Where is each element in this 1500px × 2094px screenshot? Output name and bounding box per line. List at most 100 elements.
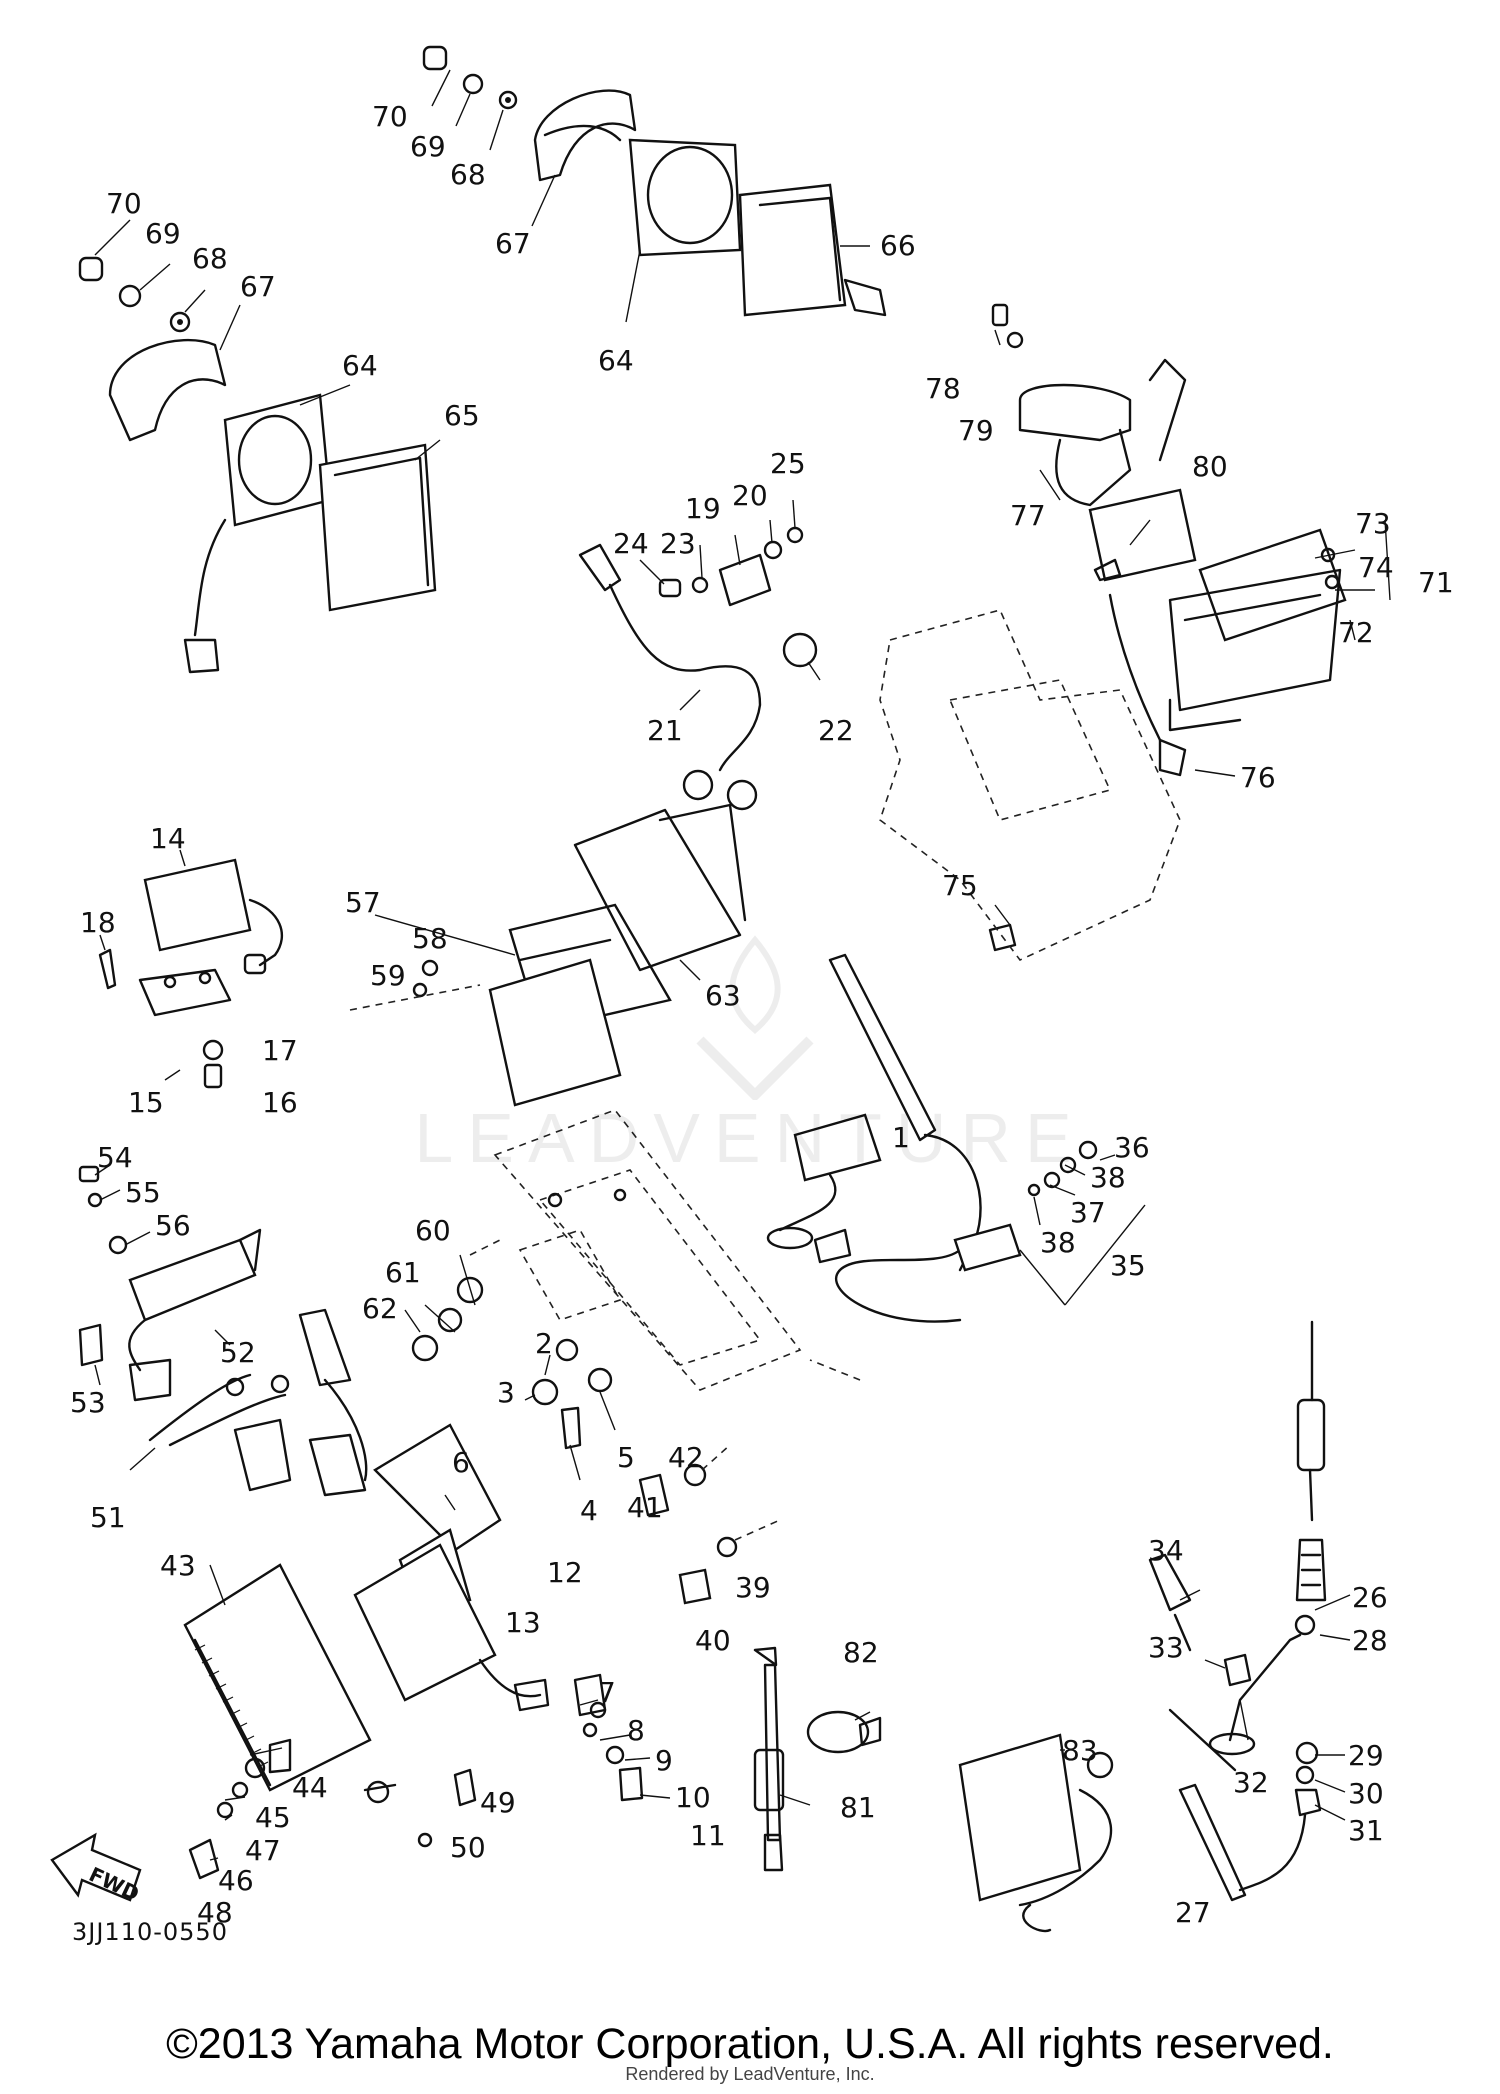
- callout-25: 25: [770, 447, 806, 480]
- callout-31: 31: [1348, 1814, 1384, 1847]
- callout-66: 66: [880, 229, 916, 262]
- callout-70: 70: [106, 187, 142, 220]
- callout-41: 41: [627, 1491, 663, 1524]
- meter-assembly: [879, 303, 1391, 961]
- callout-24: 24: [613, 527, 649, 560]
- callout-40: 40: [695, 1624, 731, 1657]
- callout-39: 39: [735, 1571, 771, 1604]
- callout-56: 56: [155, 1209, 191, 1242]
- callout-7: 7: [598, 1676, 616, 1709]
- callout-2: 2: [535, 1327, 553, 1360]
- callout-44: 44: [292, 1771, 328, 1804]
- callout-58: 58: [412, 922, 448, 955]
- callout-62: 62: [362, 1292, 398, 1325]
- callout-22: 22: [818, 714, 854, 747]
- callout-64: 64: [598, 344, 634, 377]
- callout-38: 38: [1090, 1161, 1126, 1194]
- callout-52: 52: [220, 1336, 256, 1369]
- callout-76: 76: [1240, 761, 1276, 794]
- callout-29: 29: [1348, 1739, 1384, 1772]
- callout-83: 83: [1062, 1734, 1098, 1767]
- spark-plug-group: [1148, 1320, 1351, 1902]
- callout-65: 65: [444, 399, 480, 432]
- callout-48: 48: [197, 1896, 233, 1929]
- diagram-code: 3JJ110-0550: [72, 1918, 228, 1946]
- callout-72: 72: [1338, 616, 1374, 649]
- callout-63: 63: [705, 979, 741, 1012]
- callout-34: 34: [1148, 1534, 1184, 1567]
- callout-5: 5: [617, 1441, 635, 1474]
- callouts: 70 69 68 67 66 64 70 69 68 67 64 65 78 7…: [70, 100, 1454, 1929]
- callout-43: 43: [160, 1549, 196, 1582]
- callout-68: 68: [450, 158, 486, 191]
- callout-74: 74: [1358, 551, 1394, 584]
- callout-78: 78: [925, 372, 961, 405]
- callout-19: 19: [685, 492, 721, 525]
- callout-79: 79: [958, 414, 994, 447]
- callout-69: 69: [410, 130, 446, 163]
- callout-51: 51: [90, 1501, 126, 1534]
- callout-32: 32: [1233, 1766, 1269, 1799]
- callout-11: 11: [690, 1819, 726, 1852]
- callout-80: 80: [1192, 450, 1228, 483]
- callout-12: 12: [547, 1556, 583, 1589]
- leadventure-watermark-logo: [696, 935, 814, 1100]
- callout-64: 64: [342, 349, 378, 382]
- hardware-center: [404, 1254, 781, 1605]
- callout-9: 9: [655, 1744, 673, 1777]
- callout-26: 26: [1352, 1581, 1388, 1614]
- callout-37: 37: [1070, 1196, 1106, 1229]
- callout-1: 1: [892, 1121, 910, 1154]
- callout-45: 45: [255, 1801, 291, 1834]
- callout-6: 6: [452, 1446, 470, 1479]
- callout-61: 61: [385, 1256, 421, 1289]
- callout-4: 4: [580, 1494, 598, 1527]
- callout-73: 73: [1355, 507, 1391, 540]
- copyright-notice: ©2013 Yamaha Motor Corporation, U.S.A. A…: [166, 2020, 1334, 2068]
- callout-71: 71: [1418, 566, 1454, 599]
- callout-77: 77: [1010, 499, 1046, 532]
- callout-23: 23: [660, 527, 696, 560]
- callout-81: 81: [840, 1791, 876, 1824]
- fwd-direction-arrow: FWD: [50, 1832, 143, 1906]
- callout-28: 28: [1352, 1624, 1388, 1657]
- callout-27: 27: [1175, 1896, 1211, 1929]
- callout-67: 67: [495, 227, 531, 260]
- heat-sink-fins: [194, 1644, 269, 1768]
- callout-53: 53: [70, 1386, 106, 1419]
- callout-67: 67: [240, 270, 276, 303]
- leadventure-watermark: LEADVENTURE: [414, 1099, 1086, 1177]
- callout-69: 69: [145, 217, 181, 250]
- mounting-plate: [469, 1109, 861, 1391]
- callout-20: 20: [732, 479, 768, 512]
- callout-14: 14: [150, 822, 186, 855]
- callout-47: 47: [245, 1834, 281, 1867]
- callout-42: 42: [668, 1441, 704, 1474]
- relay-group: [98, 849, 284, 1089]
- regulator-group: [78, 1164, 550, 1792]
- rendered-by-credit: Rendered by LeadVenture, Inc.: [625, 2064, 875, 2084]
- callout-54: 54: [97, 1141, 133, 1174]
- callout-17: 17: [262, 1034, 298, 1067]
- callout-16: 16: [262, 1086, 298, 1119]
- callout-3: 3: [497, 1376, 515, 1409]
- hardware-bottom: [188, 1646, 1114, 1933]
- callout-8: 8: [627, 1714, 645, 1747]
- speaker-assembly-right: [422, 45, 887, 323]
- callout-33: 33: [1148, 1631, 1184, 1664]
- callout-21: 21: [647, 714, 683, 747]
- callout-57: 57: [345, 886, 381, 919]
- callout-75: 75: [942, 869, 978, 902]
- callout-49: 49: [480, 1786, 516, 1819]
- callout-59: 59: [370, 959, 406, 992]
- callout-38: 38: [1040, 1226, 1076, 1259]
- speaker-lead-group: [578, 499, 821, 811]
- callout-36: 36: [1114, 1131, 1150, 1164]
- callout-68: 68: [192, 242, 228, 275]
- cdi-group: [766, 953, 1146, 1323]
- callout-82: 82: [843, 1636, 879, 1669]
- box-cover-group: [349, 803, 747, 1107]
- callout-50: 50: [450, 1831, 486, 1864]
- callout-13: 13: [505, 1606, 541, 1639]
